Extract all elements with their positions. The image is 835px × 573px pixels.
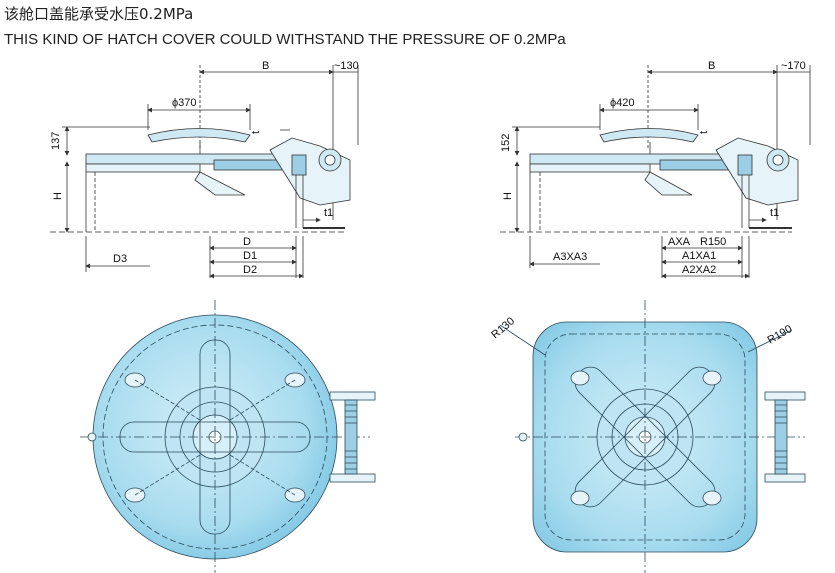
label-offset-right: ~170 [781,60,806,72]
label-diameter-left: ϕ370 [172,97,197,109]
label-H-right: H [502,192,514,200]
label-height-top-right: 152 [500,134,512,152]
title-chinese: 该舱口盖能承受水压0.2MPa [4,5,194,23]
label-R190: R190 [766,323,795,347]
label-R150: R150 [700,236,726,248]
label-R130: R130 [489,315,517,341]
label-A3XA3: A3XA3 [553,251,587,263]
label-A2XA2: A2XA2 [682,264,716,276]
label-AXA: AXA [668,236,691,248]
label-diameter-right: ϕ420 [610,97,635,109]
label-H-left: H [52,192,64,200]
right-side-view [500,65,811,279]
label-D3: D3 [113,253,127,265]
label-A1XA1: A1XA1 [682,250,716,262]
label-t-left: t [250,131,262,134]
label-offset-left: ~130 [334,60,359,72]
label-D2: D2 [243,264,257,276]
label-t1-left: t1 [324,207,333,219]
label-B-right: B [708,60,715,72]
label-D: D [243,236,251,248]
label-D1: D1 [243,250,257,262]
label-t-right: t [698,131,710,134]
left-side-view [50,65,359,279]
label-t1-right: t1 [770,207,779,219]
title-english: THIS KIND OF HATCH COVER COULD WITHSTAND… [4,31,566,48]
label-height-top-left: 137 [50,132,62,150]
left-plan-view [80,300,376,573]
right-plan-view [499,300,806,573]
label-B-left: B [262,60,269,72]
